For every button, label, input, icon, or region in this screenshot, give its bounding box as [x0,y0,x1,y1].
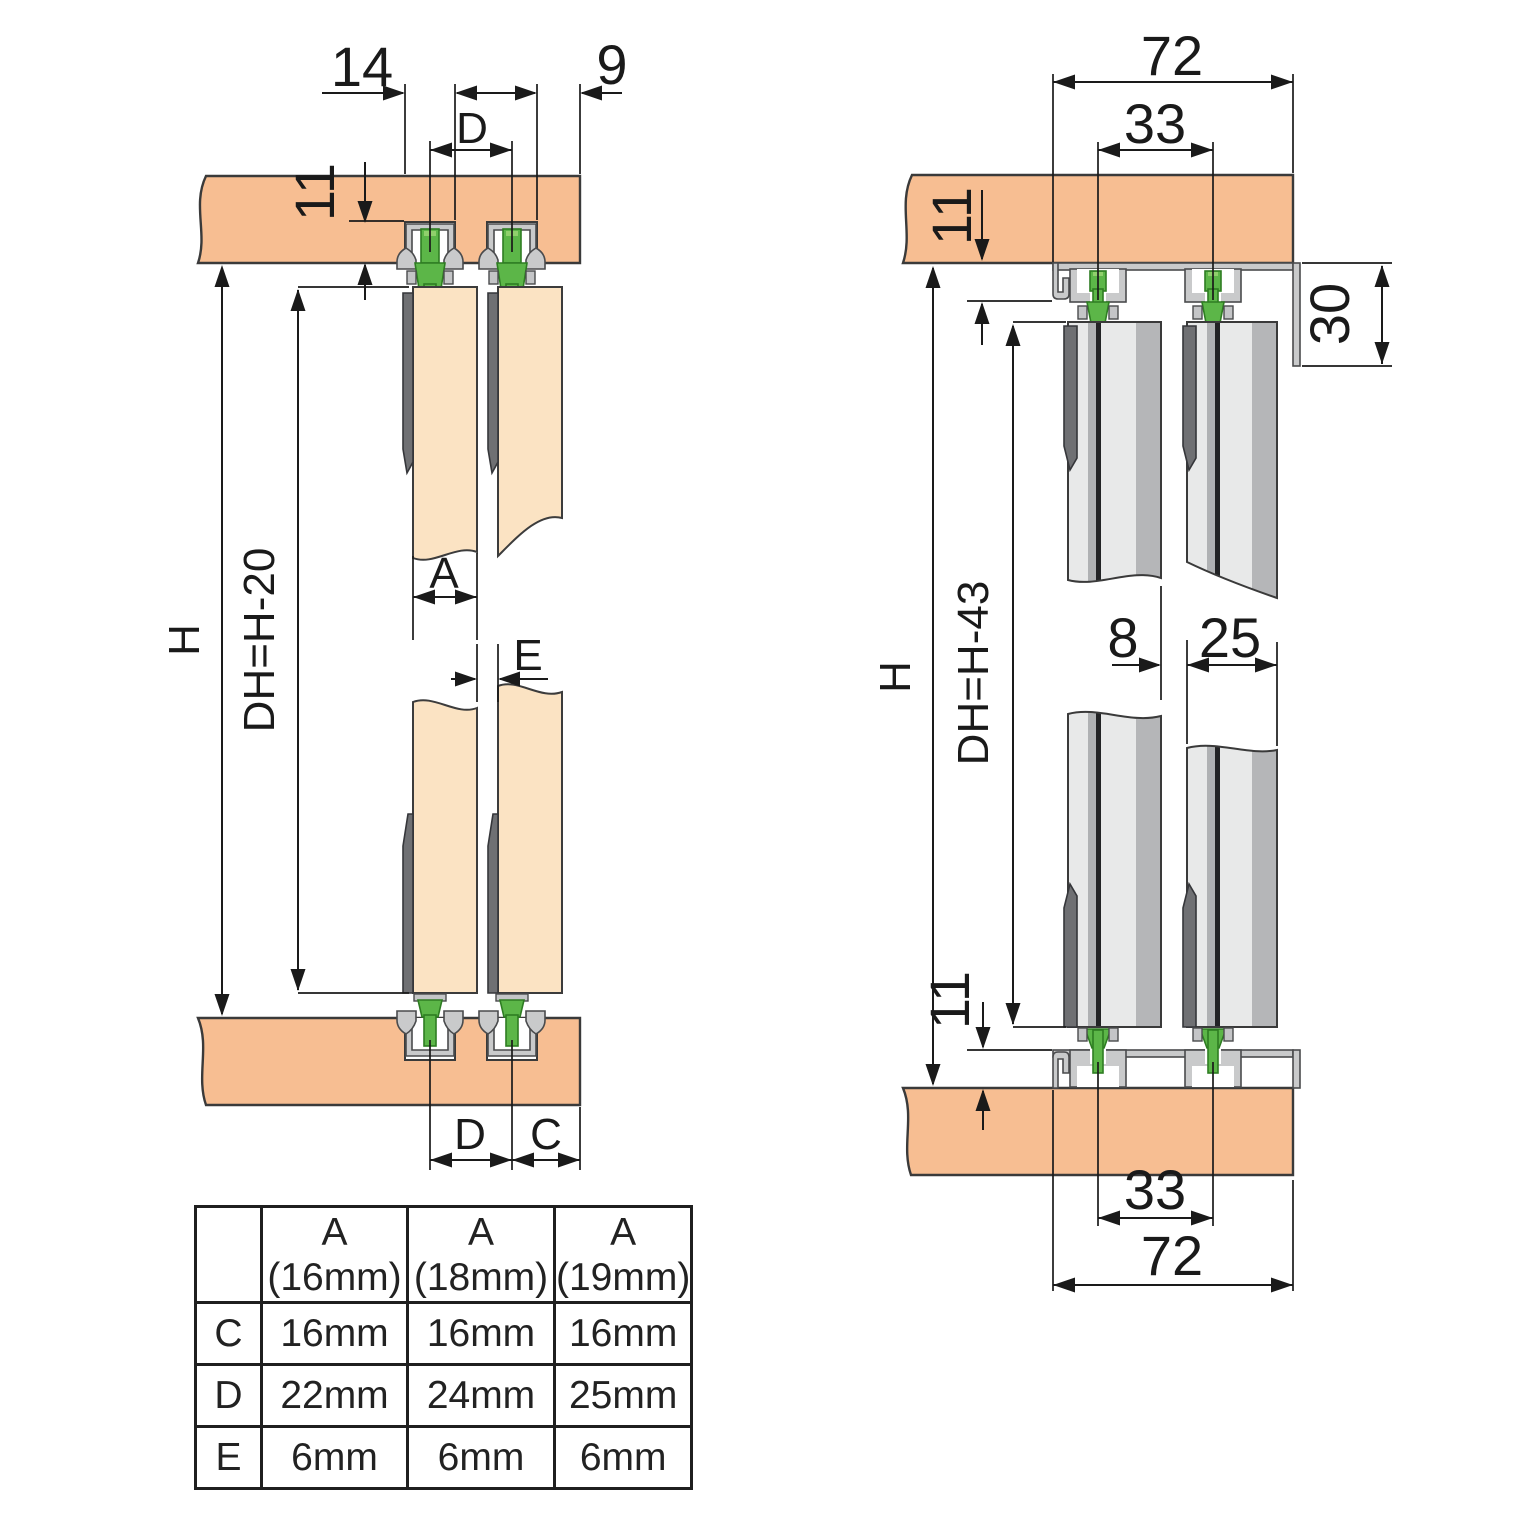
right-dimensions: 72 33 11 30 H DH=H-43 8 25 11 33 72 [871,24,1392,1293]
top-panel [196,174,582,265]
dim-track-height-bottom: 11 [918,971,981,1029]
row-label: E [194,1425,263,1490]
door-2-bottom-bracket [487,813,499,994]
top-track-fascia [1292,262,1301,367]
table-cell: 25mm [552,1363,694,1428]
dim-door-gap: E [513,631,542,680]
table-corner-cell [194,1205,263,1304]
alu-door-1-bottom-bracket [1063,881,1078,1028]
header-letter: A [321,1211,348,1255]
table-row-d: D 22mm 24mm 25mm [194,1363,694,1428]
dim-track-spacing-top: D [456,104,488,153]
left-dimensions: 14 9 D 11 H DH=H-20 A E D C [160,33,628,1170]
alu-door-2-top-bracket [1182,325,1197,473]
table-cell: 22mm [260,1363,409,1428]
table-row-e: E 6mm 6mm 6mm [194,1425,694,1490]
alu-door-1-lower-outline [1067,710,1162,1028]
dim-track-height-top: 11 [920,187,983,245]
dim-door-thickness-right: 25 [1199,606,1261,669]
table-cell: 6mm [406,1425,556,1490]
dim-fascia-height: 30 [1298,283,1361,345]
alu-door-1-top-bracket [1063,325,1078,473]
alu-door-2-bottom-bracket [1182,881,1197,1028]
dim-groove-width: 14 [331,35,393,98]
dim-routing-depth: 11 [283,163,346,221]
door-1-bottom-bracket [402,813,414,994]
table-header-a16: A (16mm) [260,1205,409,1304]
dim-door-height-right: DH=H-43 [949,581,998,766]
bottom-rail-end [1292,1049,1301,1089]
dim-track-width-top: 72 [1141,24,1203,87]
right-diagram-surface-track: 72 33 11 30 H DH=H-43 8 25 11 33 72 [871,24,1392,1293]
dim-door-height-left: DH=H-20 [235,548,284,733]
dim-opening-height-left: H [160,624,209,656]
header-letter: A [610,1211,637,1255]
dimension-table: A (16mm) A (18mm) A (19mm) C 16mm 16mm 1… [194,1205,694,1490]
table-cell: 24mm [406,1363,556,1428]
row-label: D [194,1363,263,1428]
row-label: C [194,1301,263,1366]
table-cell: 6mm [260,1425,409,1490]
alu-door-1-upper-outline [1067,321,1162,583]
table-cell: 16mm [406,1301,556,1366]
door-1-top-bracket [402,292,414,476]
dim-roller-spacing-bottom: 33 [1124,1158,1186,1221]
dim-edge-distance-bottom: C [530,1110,562,1159]
dim-edge-offset: 9 [596,33,627,96]
header-size: (16mm) [267,1255,402,1299]
bottom-panel [196,1016,582,1107]
dim-door-gap-right: 8 [1107,606,1138,669]
table-header-a19: A (19mm) [552,1205,694,1304]
door-1-upper [412,286,478,561]
bottom-rail-hook [1052,1051,1070,1089]
door-2-upper [497,286,563,559]
dim-track-width-bottom: 72 [1141,1224,1203,1287]
dim-roller-spacing-top: 33 [1124,92,1186,155]
header-size: (18mm) [413,1255,549,1299]
dim-track-spacing-bottom: D [454,1110,486,1159]
table-header-a18: A (18mm) [406,1205,556,1304]
dim-opening-height-right: H [871,661,920,693]
header-letter: A [467,1211,494,1255]
table-cell: 16mm [552,1301,694,1366]
alu-door-2-upper-outline [1186,321,1278,600]
dim-door-thickness: A [429,549,459,598]
header-size: (19mm) [556,1255,691,1299]
table-row-c: C 16mm 16mm 16mm [194,1301,694,1366]
table-cell: 6mm [552,1425,694,1490]
alu-door-2-lower-outline [1186,744,1278,1028]
door-2-lower [497,683,563,994]
table-cell: 16mm [260,1301,409,1366]
top-track-hook [1052,262,1070,300]
door-2-top-bracket [487,292,499,476]
door-1-lower [412,699,478,994]
left-diagram-recessed-track: 14 9 D 11 H DH=H-20 A E D C [160,33,628,1170]
